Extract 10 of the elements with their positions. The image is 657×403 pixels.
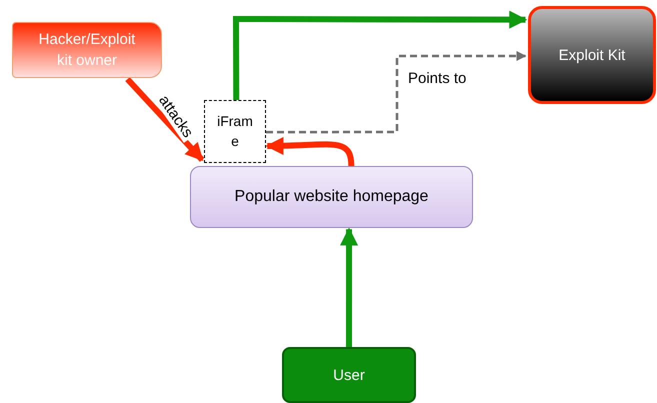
arrow	[340, 227, 358, 347]
arrow	[233, 10, 528, 100]
process-box: Popular website homepage	[190, 166, 473, 228]
process-box: User	[282, 347, 416, 403]
process-box: iFrame	[204, 100, 266, 163]
arrow	[265, 136, 354, 166]
arrow	[266, 50, 526, 134]
process-box: Exploit Kit	[528, 6, 656, 104]
process-box: Hacker/Exploit kit owner	[12, 22, 162, 78]
arrow	[125, 77, 204, 162]
